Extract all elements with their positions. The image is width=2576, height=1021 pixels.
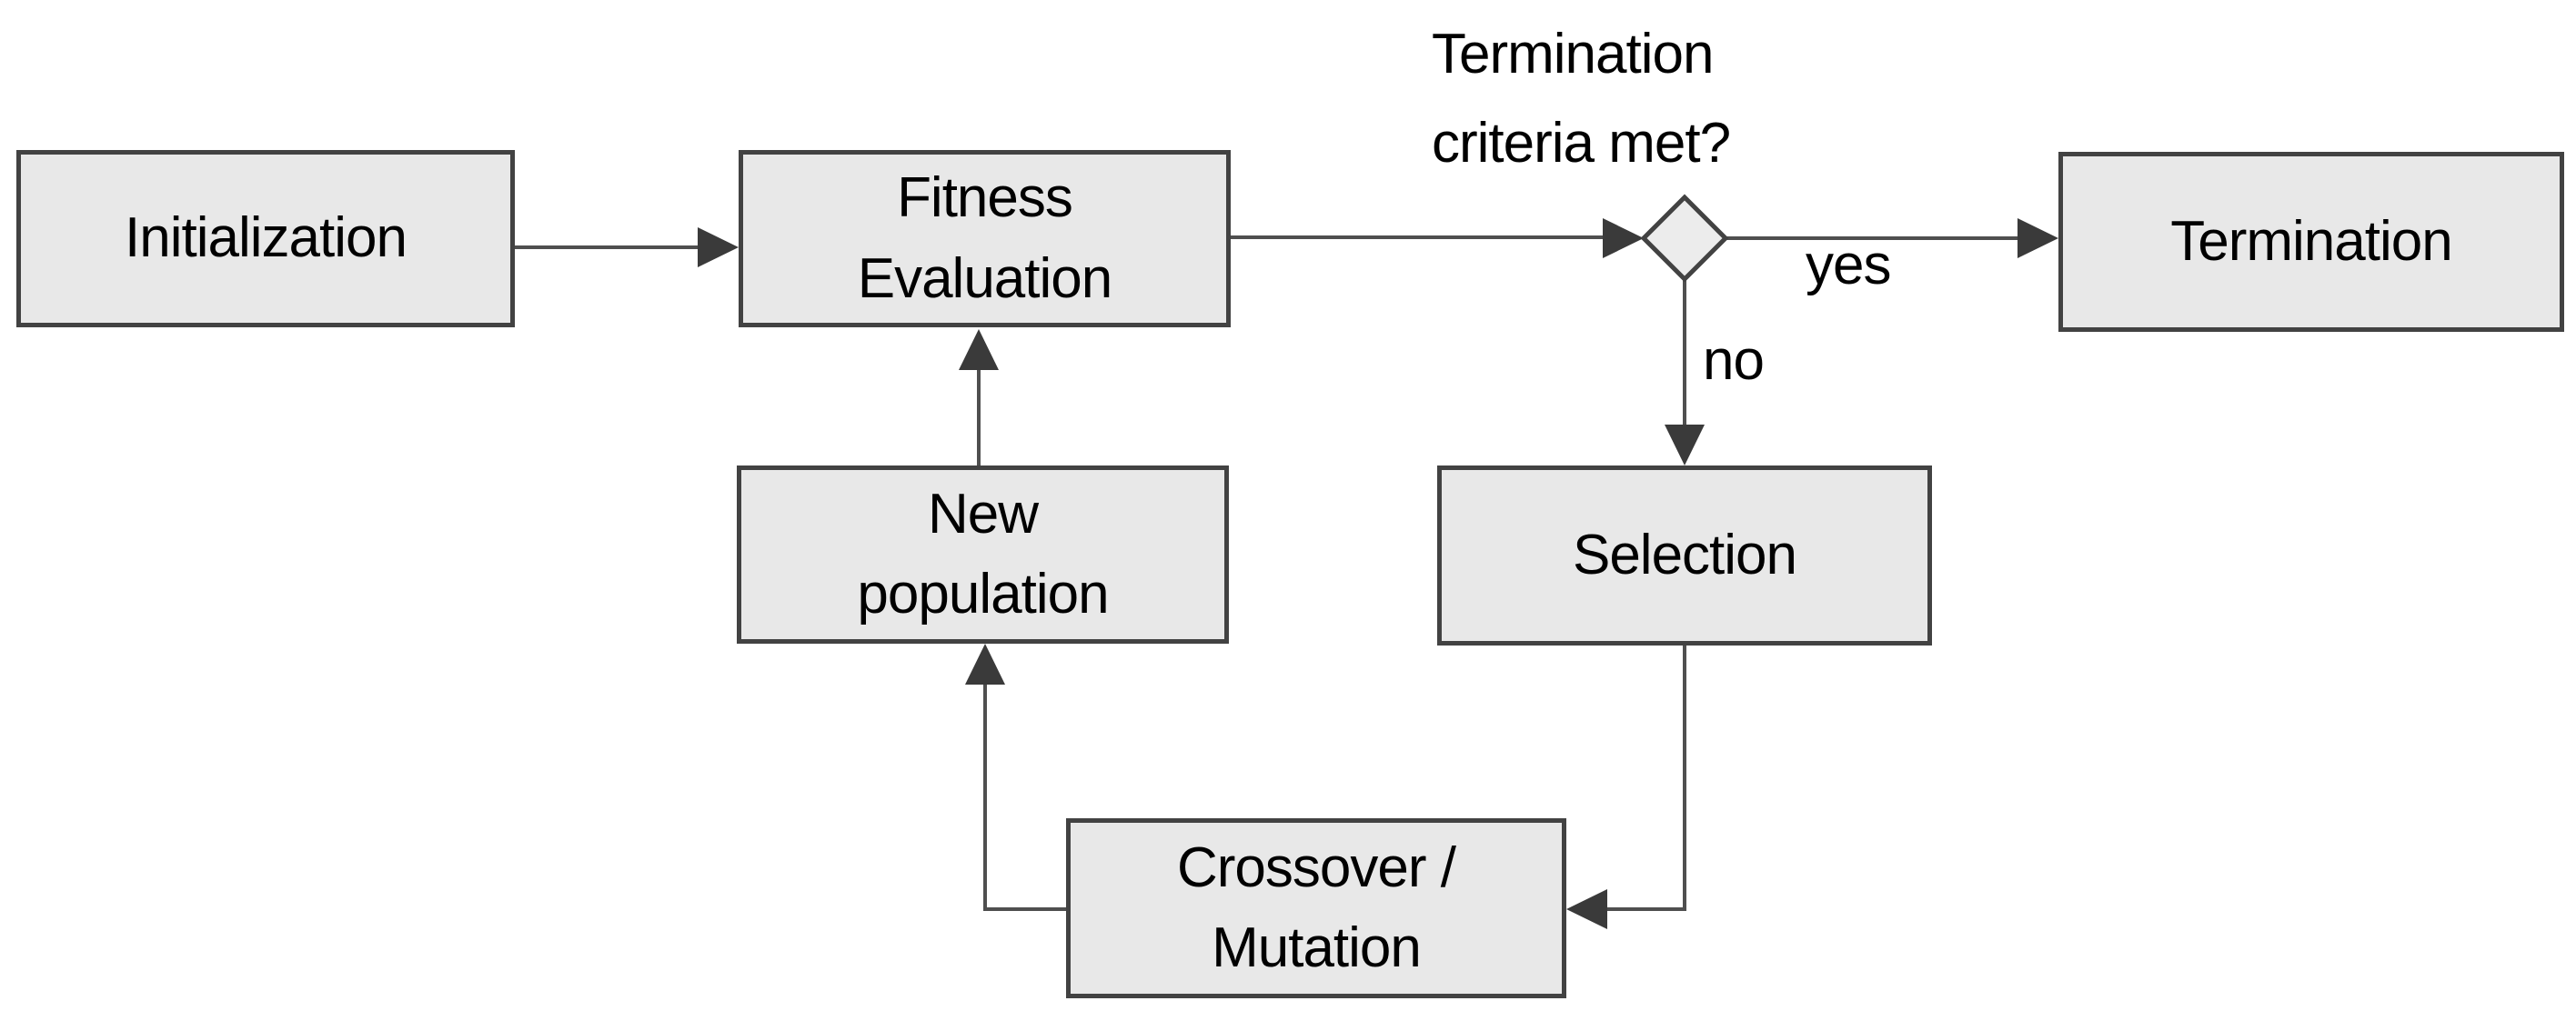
decision-question-label: Termination criteria met? (1432, 23, 1731, 175)
edge-label-yes: yes (1806, 234, 1891, 296)
edge-crossover-to-new-population (983, 682, 1066, 911)
decision-diamond (1640, 194, 1729, 283)
arrowhead-into-decision (1603, 218, 1644, 258)
node-selection: Selection (1437, 465, 1932, 646)
node-initialization: Initialization (16, 150, 515, 327)
node-crossover-mutation: Crossover / Mutation (1066, 818, 1566, 998)
arrowhead-into-fitness-left (698, 227, 739, 267)
edge-label-no: no (1703, 329, 1765, 392)
node-fitness-evaluation: Fitness Evaluation (739, 150, 1231, 327)
edge-selection-to-crossover (1605, 646, 1686, 911)
arrowhead-into-new-population (965, 644, 1005, 685)
arrowhead-into-selection (1665, 425, 1705, 465)
node-termination: Termination (2058, 152, 2564, 332)
node-new-population: New population (737, 465, 1229, 644)
arrowhead-into-crossover-right (1566, 889, 1607, 929)
arrowhead-into-termination (2018, 218, 2058, 258)
arrowhead-into-fitness-bottom (959, 329, 999, 370)
